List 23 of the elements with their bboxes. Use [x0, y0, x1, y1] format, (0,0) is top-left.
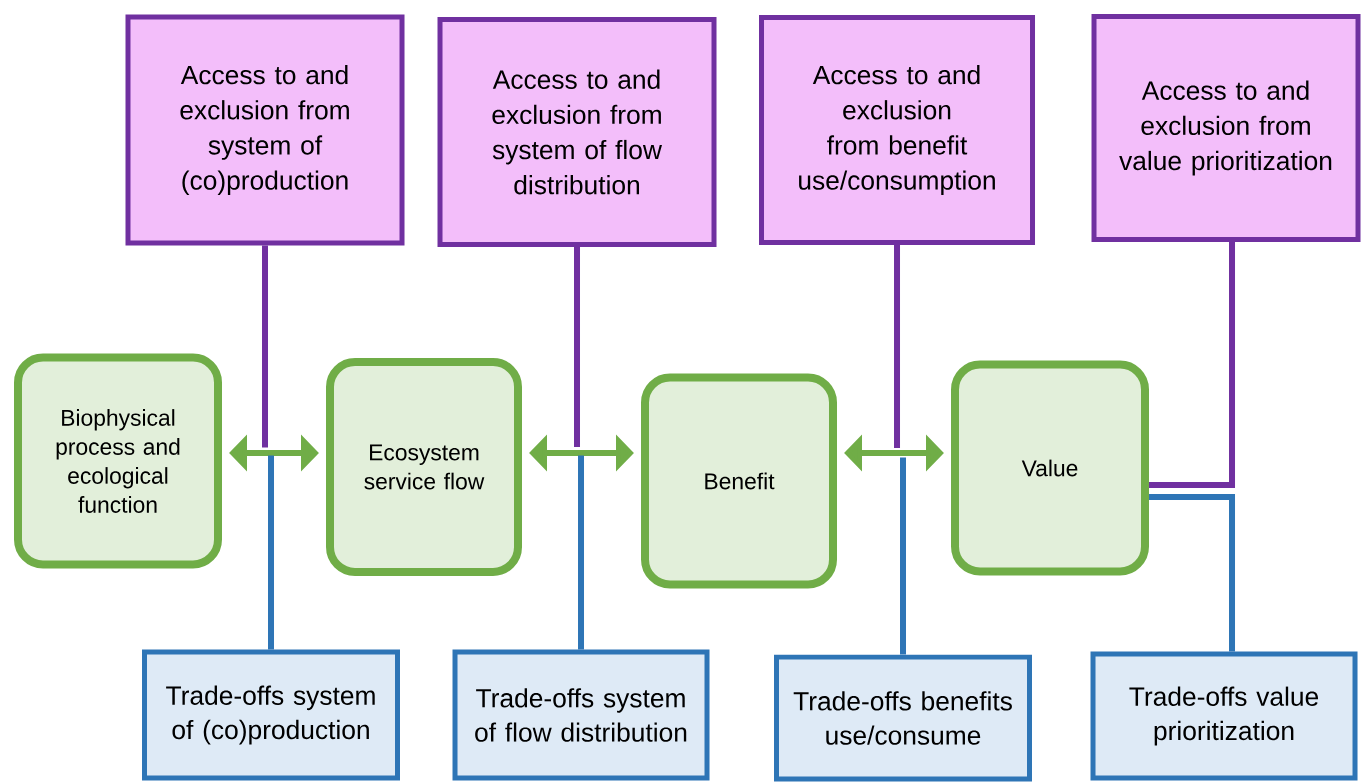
- connector-line: [578, 455, 584, 650]
- process-box: Benefit: [641, 373, 837, 589]
- connector-line: [1149, 242, 1235, 488]
- process-box: Biophysical process and ecological function: [14, 353, 222, 569]
- process-box: Value: [951, 360, 1149, 576]
- access-box: Access to and exclusion from benefit use/consumption: [759, 15, 1035, 245]
- access-box: Access to and exclusion from system of flow distribution: [437, 17, 717, 247]
- trade-off-box: Trade-offs benefits use/consume: [774, 654, 1032, 782]
- trade-off-box: Trade-offs value prioritization: [1090, 651, 1358, 781]
- access-box: Access to and exclusion from value prioritization: [1091, 14, 1361, 242]
- connector-line: [894, 245, 900, 448]
- double-arrow: [844, 434, 944, 472]
- connector-line: [262, 245, 268, 448]
- double-arrow: [529, 434, 634, 472]
- process-box: Ecosystem service flow: [326, 358, 522, 576]
- access-box: Access to and exclusion from system of (co)production: [125, 14, 405, 246]
- connector-line: [574, 247, 580, 447]
- connector-line: [900, 457, 906, 655]
- trade-off-box: Trade-offs system of flow distribution: [452, 649, 710, 781]
- connector-line: [268, 455, 274, 650]
- trade-off-box: Trade-offs system of (co)production: [142, 649, 400, 781]
- connector-line: [1149, 494, 1235, 652]
- double-arrow: [229, 434, 319, 472]
